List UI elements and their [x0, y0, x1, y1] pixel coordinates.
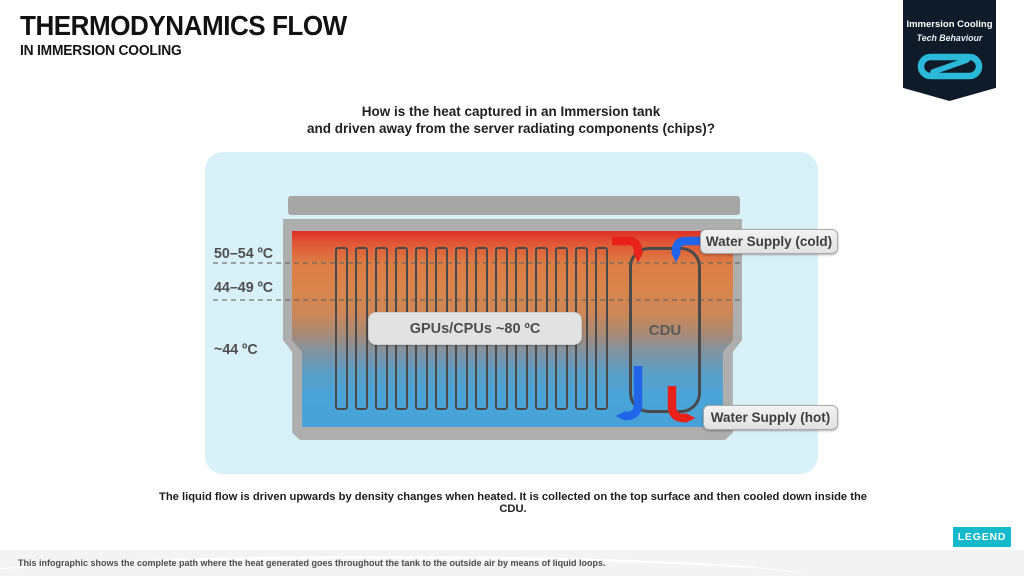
- server-fin: [355, 247, 368, 410]
- question-line-1: How is the heat captured in an Immersion…: [361, 104, 661, 119]
- cdu-label: CDU: [648, 321, 682, 339]
- temp-boundary-line-lower: [213, 299, 742, 301]
- server-fin: [595, 247, 608, 410]
- gpu-cpu-label: GPUs/CPUs ~80 ºC: [368, 312, 582, 345]
- brand-badge: Immersion Cooling Tech Behaviour: [903, 0, 996, 101]
- page-title: THERMODYNAMICS FLOW: [20, 10, 347, 41]
- footer-swoosh-decoration: [0, 556, 810, 576]
- temp-label-bottom: ~44 ºC: [214, 341, 258, 358]
- loop-logo-icon: [917, 53, 983, 80]
- tank-lid: [288, 196, 740, 215]
- cdu-loop: CDU: [629, 247, 701, 413]
- legend-button[interactable]: LEGEND: [953, 527, 1011, 547]
- hot-out-arrow: [667, 386, 696, 423]
- footer-bar: This infographic shows the complete path…: [0, 550, 1024, 576]
- badge-subtitle: Tech Behaviour: [916, 33, 983, 43]
- flow-arrows: [612, 236, 702, 423]
- cold-in-arrow: [671, 236, 702, 263]
- water-supply-hot-label: Water Supply (hot): [703, 405, 838, 430]
- footer-text: This infographic shows the complete path…: [18, 558, 606, 568]
- badge-title: Immersion Cooling: [906, 19, 993, 30]
- question-line-2: and driven away from the server radiatin…: [306, 120, 716, 136]
- diagram-caption: The liquid flow is driven upwards by den…: [158, 491, 868, 515]
- temp-label-middle: 44–49 ºC: [214, 279, 274, 296]
- header: THERMODYNAMICS FLOW IN IMMERSION COOLING: [20, 10, 371, 59]
- cooled-out-arrow: [615, 366, 643, 421]
- temp-label-top: 50–54 ºC: [214, 245, 274, 262]
- page-subtitle: IN IMMERSION COOLING: [20, 43, 182, 59]
- server-fin: [335, 247, 348, 410]
- question-text: How is the heat captured in an Immersion…: [186, 104, 836, 137]
- temp-boundary-line-upper: [213, 262, 742, 264]
- water-supply-cold-label: Water Supply (cold): [700, 229, 838, 254]
- hot-in-arrow: [612, 236, 643, 263]
